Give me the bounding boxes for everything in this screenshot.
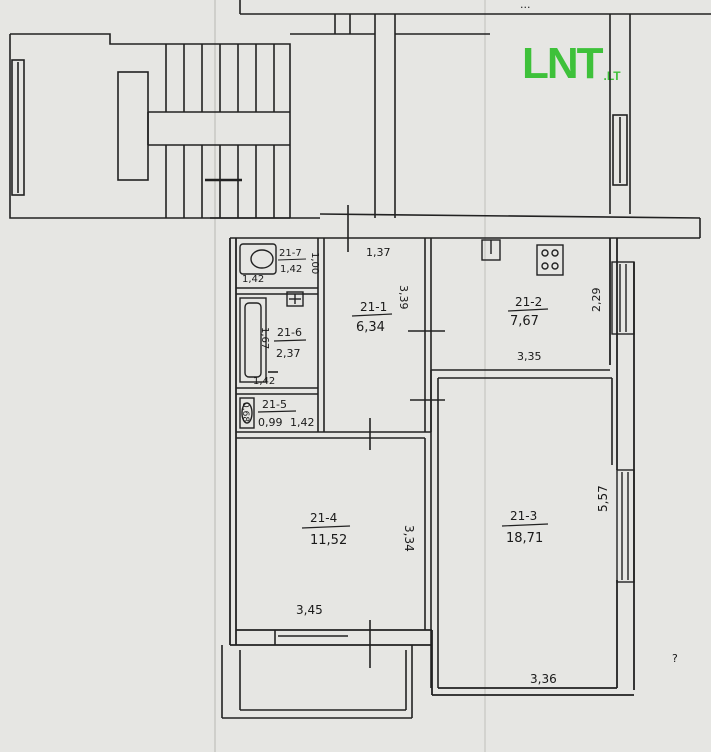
dimension-label: 0,68	[240, 402, 250, 422]
dimension-label: 3,39	[397, 285, 410, 310]
interior-walls	[236, 238, 613, 688]
dimension-label: 3,35	[517, 350, 542, 363]
logo-domain-text: .LT	[603, 69, 621, 83]
logo-main-text: LNT	[522, 39, 604, 88]
stray-mark: ?	[672, 652, 678, 665]
room-area: 11,52	[310, 533, 347, 548]
lnt-logo: LNT .LT	[522, 39, 621, 88]
room-label-21-1: 21-1 6,34	[351, 300, 393, 335]
window-kitchen	[611, 261, 635, 335]
dimension-label: 1,00	[309, 252, 320, 274]
room-label-21-7: 21-7 1,42	[277, 248, 307, 275]
dimension-label: 1,67	[259, 327, 270, 349]
window-living-room	[616, 469, 635, 583]
dimension-label: 3,34	[402, 525, 416, 552]
top-border	[239, 0, 711, 15]
room-id: 21-4	[310, 511, 337, 525]
toilet-icon	[239, 243, 277, 275]
room-id: 21-6	[277, 326, 302, 339]
room-label-21-4: 21-4 11,52	[301, 511, 351, 548]
room-area: 18,71	[506, 531, 543, 546]
floor-slab	[210, 205, 701, 252]
room-label-21-3: 21-3 18,71	[501, 509, 549, 546]
sink-icon	[286, 291, 304, 307]
room-id: 21-3	[510, 509, 537, 523]
room-area: 1,42	[280, 264, 302, 275]
room-id: 21-7	[279, 248, 302, 259]
balcony	[221, 620, 413, 719]
kitchen-sink-icon	[481, 239, 501, 261]
dimension-label: 1,37	[366, 246, 391, 259]
dimension-label: 3,36	[530, 672, 557, 686]
dimension-label: 1,42	[290, 416, 315, 429]
room-id: 21-5	[262, 398, 287, 411]
dimension-label: 5,57	[596, 485, 610, 512]
room-label-21-6: 21-6 2,37	[273, 326, 307, 360]
room-area: 2,37	[276, 347, 301, 360]
room-id: 21-2	[515, 295, 542, 309]
room-area: 7,67	[510, 314, 539, 329]
dimension-label: 1,42	[253, 376, 275, 387]
room-area: 0,99	[258, 416, 283, 429]
corridor-walls	[290, 14, 631, 218]
room-id: 21-1	[360, 300, 387, 314]
dimension-label: 2,29	[590, 288, 603, 313]
dimension-label: 3,45	[296, 603, 323, 617]
stove-icon	[536, 244, 564, 276]
room-label-21-5: 21-5 0,99	[257, 398, 297, 429]
stairwell	[9, 33, 291, 219]
room-label-21-2: 21-2 7,67	[507, 295, 549, 329]
top-heading-text: ...	[520, 0, 531, 11]
bathtub-icon	[239, 297, 267, 383]
dimension-label: 1,42	[242, 274, 264, 285]
room-area: 6,34	[356, 320, 385, 335]
washbasin-icon	[239, 397, 255, 429]
